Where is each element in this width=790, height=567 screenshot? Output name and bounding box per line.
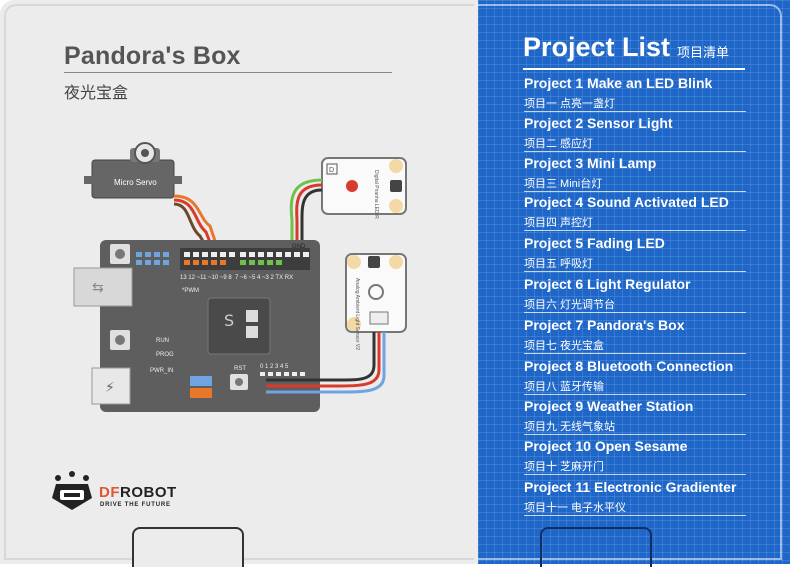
controller-board: ⇆ ⚡ [73,240,320,412]
brand-tagline: DRIVE THE FUTURE [100,502,171,508]
dfrobot-logo-icon [52,471,92,510]
left-panel: Pandora's Box 夜光宝盒 Micro Servo [0,0,478,567]
page-title: Pandora's Box [64,42,241,70]
title-divider [64,72,392,73]
project-name: Project 3 Mini Lamp [524,155,657,171]
prog-label: PROG [156,352,174,358]
brand-name-rest: ROBOT [120,484,177,501]
project-name-cn: 项目十 芝麻开门 [524,461,605,473]
project-name-cn: 项目七 夜光宝盒 [524,340,605,352]
left-tab [132,527,244,567]
project-item-9[interactable]: Project 9 Weather Station 项目九 无线气象站 [524,396,746,435]
project-name-cn: 项目六 灯光调节台 [524,299,616,311]
project-item-5[interactable]: Project 5 Fading LED 项目五 呼吸灯 [524,233,746,272]
run-label: RUN [156,338,169,344]
project-name-cn: 项目五 呼吸灯 [524,258,594,270]
svg-text:⇆: ⇆ [92,280,104,296]
project-item-3[interactable]: Project 3 Mini Lamp 项目三 Mini台灯 [524,153,746,192]
project-name: Project 1 Make an LED Blink [524,75,713,91]
svg-text:⚡: ⚡ [105,380,115,396]
project-name: Project 4 Sound Activated LED [524,194,729,210]
page-subtitle: 夜光宝盒 [64,85,129,102]
project-name-cn: 项目四 声控灯 [524,217,594,229]
project-name: Project 10 Open Sesame [524,438,688,454]
project-list-title: Project List [523,32,671,62]
project-name-cn: 项目二 感应灯 [524,138,594,150]
project-item-1[interactable]: Project 1 Make an LED Blink 项目一 点亮一盏灯 [524,73,746,112]
svg-text:S: S [224,311,234,330]
led-module: D Digital Piranha LED-R [321,157,407,219]
light-sensor-module: Analog Ambient Light Sensor V2 [345,253,407,350]
project-item-11[interactable]: Project 11 Electronic Gradienter 项目十一 电子… [524,477,746,516]
project-name-cn: 项目三 Mini台灯 [524,178,603,190]
gnd-label: GND [292,244,306,250]
right-tab [540,527,652,567]
brand-name-df: DF [99,484,120,501]
project-name: Project 11 Electronic Gradienter [524,479,737,495]
sensor-label: Analog Ambient Light Sensor V2 [354,278,360,350]
svg-text:D: D [329,167,334,174]
project-name-cn: 项目十一 电子水平仪 [524,502,627,514]
project-item-4[interactable]: Project 4 Sound Activated LED 项目四 声控灯 [524,192,746,231]
analog-pin-labels: 0 1 2 3 4 5 [260,364,289,370]
project-name: Project 9 Weather Station [524,398,694,414]
project-item-8[interactable]: Project 8 Bluetooth Connection 项目八 蓝牙传输 [524,356,746,395]
pwr-label: PWR_IN [150,368,173,374]
project-item-6[interactable]: Project 6 Light Regulator 项目六 灯光调节台 [524,274,746,313]
project-name: Project 5 Fading LED [524,235,665,251]
header-pin-labels-2: 7 ~6 ~5 4 ~3 2 TX RX [235,275,293,281]
project-list-title-cn: 项目清单 [677,45,730,60]
project-name: Project 2 Sensor Light [524,115,673,131]
panel-outline-right [478,4,782,560]
project-name: Project 6 Light Regulator [524,276,691,292]
rst-label: RST [234,366,246,372]
led-module-label: Digital Piranha LED-R [373,170,379,219]
project-item-7[interactable]: Project 7 Pandora's Box 项目七 夜光宝盒 [524,315,746,354]
project-name: Project 7 Pandora's Box [524,317,685,333]
pwm-label: *PWM [182,288,199,294]
project-list-divider [523,68,745,70]
project-list-panel: Project List 项目清单 Project 1 Make an LED … [478,0,790,564]
micro-servo: Micro Servo [84,142,182,199]
header-pin-labels: 13 12 ~11 ~10 ~9 8 [180,275,232,281]
circuit-diagram: Micro Servo D Digital Piranha LED-R [73,142,407,412]
project-name-cn: 项目九 无线气象站 [524,421,616,433]
project-name-cn: 项目一 点亮一盏灯 [524,98,616,110]
brand-name: DFROBOT [99,484,177,501]
project-item-2[interactable]: Project 2 Sensor Light 项目二 感应灯 [524,113,746,152]
project-name-cn: 项目八 蓝牙传输 [524,381,605,393]
project-name: Project 8 Bluetooth Connection [524,358,734,374]
project-item-10[interactable]: Project 10 Open Sesame 项目十 芝麻开门 [524,436,746,475]
servo-label: Micro Servo [114,178,157,187]
